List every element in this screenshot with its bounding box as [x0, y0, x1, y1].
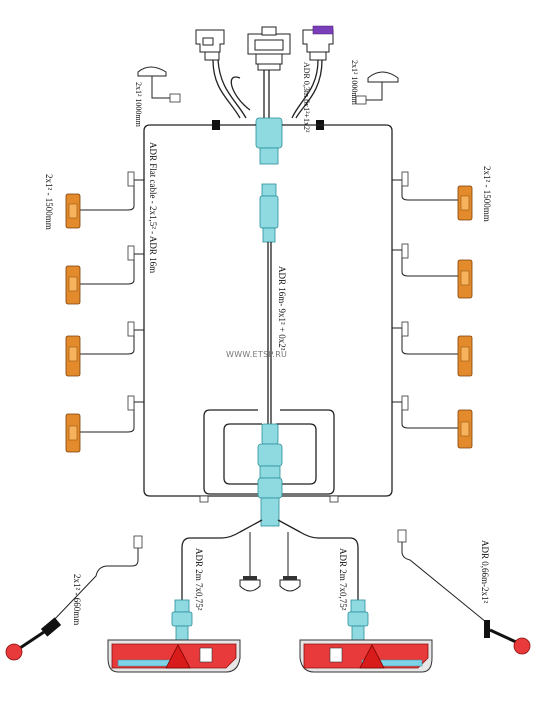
- marker-right-2: [392, 243, 473, 299]
- label-flat-cable: ADR Flat cable - 2x1,5² - ADR 16m: [148, 142, 158, 273]
- label-marker-left: 2x1² - 1500mm: [44, 174, 54, 230]
- marker-left-1: [65, 171, 144, 229]
- marker-left-3: [65, 321, 144, 377]
- rear-connector-right: [347, 599, 369, 641]
- side-lamp-right: [355, 71, 399, 105]
- watermark: WWW.ETSP.RU: [226, 350, 287, 359]
- label-side-left-top: 2x1² 1000mm: [134, 82, 143, 128]
- label-main-cable: ADR 16m- 9x1² + 0x2²: [277, 266, 287, 351]
- marker-right-1: [392, 171, 473, 221]
- flat-cable-plug-left: [212, 120, 220, 130]
- marker-right-4: [392, 395, 473, 449]
- plug-box-lower-right: [329, 495, 339, 503]
- top-socket-right: [302, 25, 334, 61]
- side-lamp-left: [137, 66, 181, 103]
- rear-lamp-right: [299, 639, 433, 673]
- label-outline-left: 2x1² - 660mm: [72, 574, 82, 625]
- rear-connector-left: [171, 599, 193, 641]
- label-side-right-top: 2x1² 1000mm: [350, 60, 359, 106]
- plate-lamp-left: [239, 576, 261, 592]
- outline-lamp-right: [397, 529, 531, 655]
- label-marker-right: 2x1² - 1500mm: [482, 166, 492, 222]
- marker-right-3: [392, 321, 473, 377]
- upper-junction: [255, 117, 283, 243]
- plug-box-lower-left: [199, 495, 209, 503]
- lower-junction: [257, 423, 283, 527]
- label-adr-socket: ADR 0,3m 6x1²+1x2²: [302, 62, 311, 133]
- label-outline-right: ADR 0,66m-2x1²: [480, 540, 490, 603]
- marker-left-4: [65, 395, 144, 453]
- plate-lamp-right: [279, 576, 301, 592]
- top-socket-center: [247, 26, 291, 71]
- top-socket-left: [195, 29, 225, 61]
- rear-lamp-left: [107, 639, 241, 673]
- label-rear-left: ADR 2m 7x0,75²: [194, 548, 204, 611]
- outline-lamp-left: [5, 535, 143, 661]
- label-rear-right: ADR 2m 7x0,75²: [338, 548, 348, 611]
- marker-left-2: [65, 245, 144, 305]
